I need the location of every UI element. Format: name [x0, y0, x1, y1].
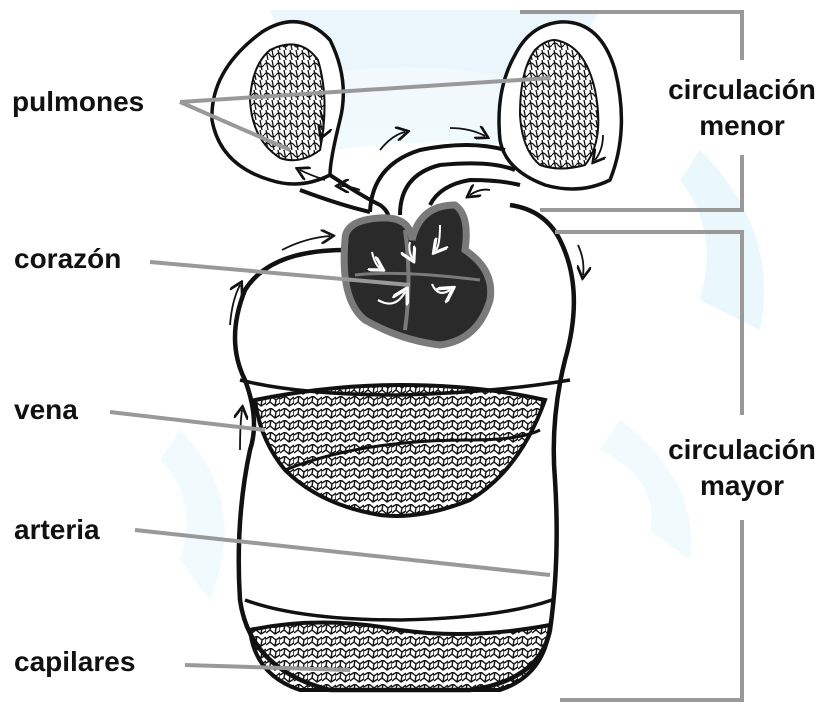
label-pulmones: pulmones: [12, 88, 144, 116]
label-arteria: arteria: [14, 516, 100, 544]
capillary-bed-upper: [255, 385, 545, 516]
label-circulacion-mayor: circulación mayor: [642, 436, 839, 500]
label-circulacion-menor-line2: menor: [642, 112, 839, 140]
lung-left: [212, 22, 343, 184]
label-vena: vena: [14, 396, 78, 424]
label-capilares: capilares: [14, 648, 135, 676]
label-corazon: corazón: [14, 245, 121, 273]
label-circulacion-mayor-line2: mayor: [642, 472, 839, 500]
capillary-bed-lower: [250, 623, 550, 691]
label-circulacion-menor-line1: circulación: [642, 76, 839, 104]
heart: [344, 205, 491, 345]
label-circulacion-mayor-line1: circulación: [642, 436, 839, 464]
label-circulacion-menor: circulación menor: [642, 76, 839, 140]
